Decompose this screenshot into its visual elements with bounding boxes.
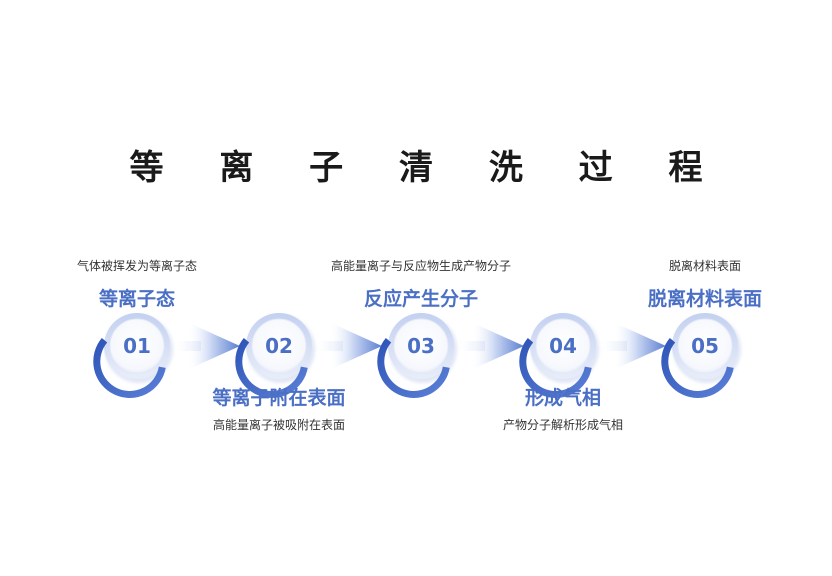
flow-arrow-1 (173, 323, 240, 369)
step-heading-01: 等离子态 (98, 288, 176, 310)
step-heading-02: 等离子附在表面 (212, 387, 346, 409)
step-number-05: 05 (691, 334, 719, 358)
step-heading-03: 反应产生分子 (363, 288, 479, 310)
step-number-02: 02 (265, 334, 293, 358)
step-node-02: 02 (235, 313, 315, 398)
step-heading-04: 形成气相 (524, 387, 602, 409)
step-node-05: 05 (661, 313, 741, 398)
flow-arrow-2 (315, 323, 382, 369)
step-number-01: 01 (123, 334, 151, 358)
step-node-04: 04 (519, 313, 599, 398)
flow-arrow-3 (457, 323, 524, 369)
step-number-03: 03 (407, 334, 435, 358)
step-heading-05: 脱离材料表面 (647, 288, 763, 310)
flow-arrow-4 (599, 323, 666, 369)
arrows-layer (173, 323, 666, 369)
step-number-04: 04 (549, 334, 577, 358)
page-title: 等 离 子 清 洗 过 程 (129, 148, 725, 188)
step-node-01: 01 (93, 313, 173, 398)
step-description-02: 高能量离子被吸附在表面 (212, 418, 346, 432)
nodes-layer: 01 02 03 04 05 (93, 313, 741, 398)
step-description-01: 气体被挥发为等离子态 (76, 259, 198, 273)
step-description-03: 高能量离子与反应物生成产物分子 (330, 259, 512, 273)
step-node-03: 03 (377, 313, 457, 398)
step-description-05: 脱离材料表面 (668, 259, 742, 273)
step-description-04: 产物分子解析形成气相 (502, 418, 624, 432)
